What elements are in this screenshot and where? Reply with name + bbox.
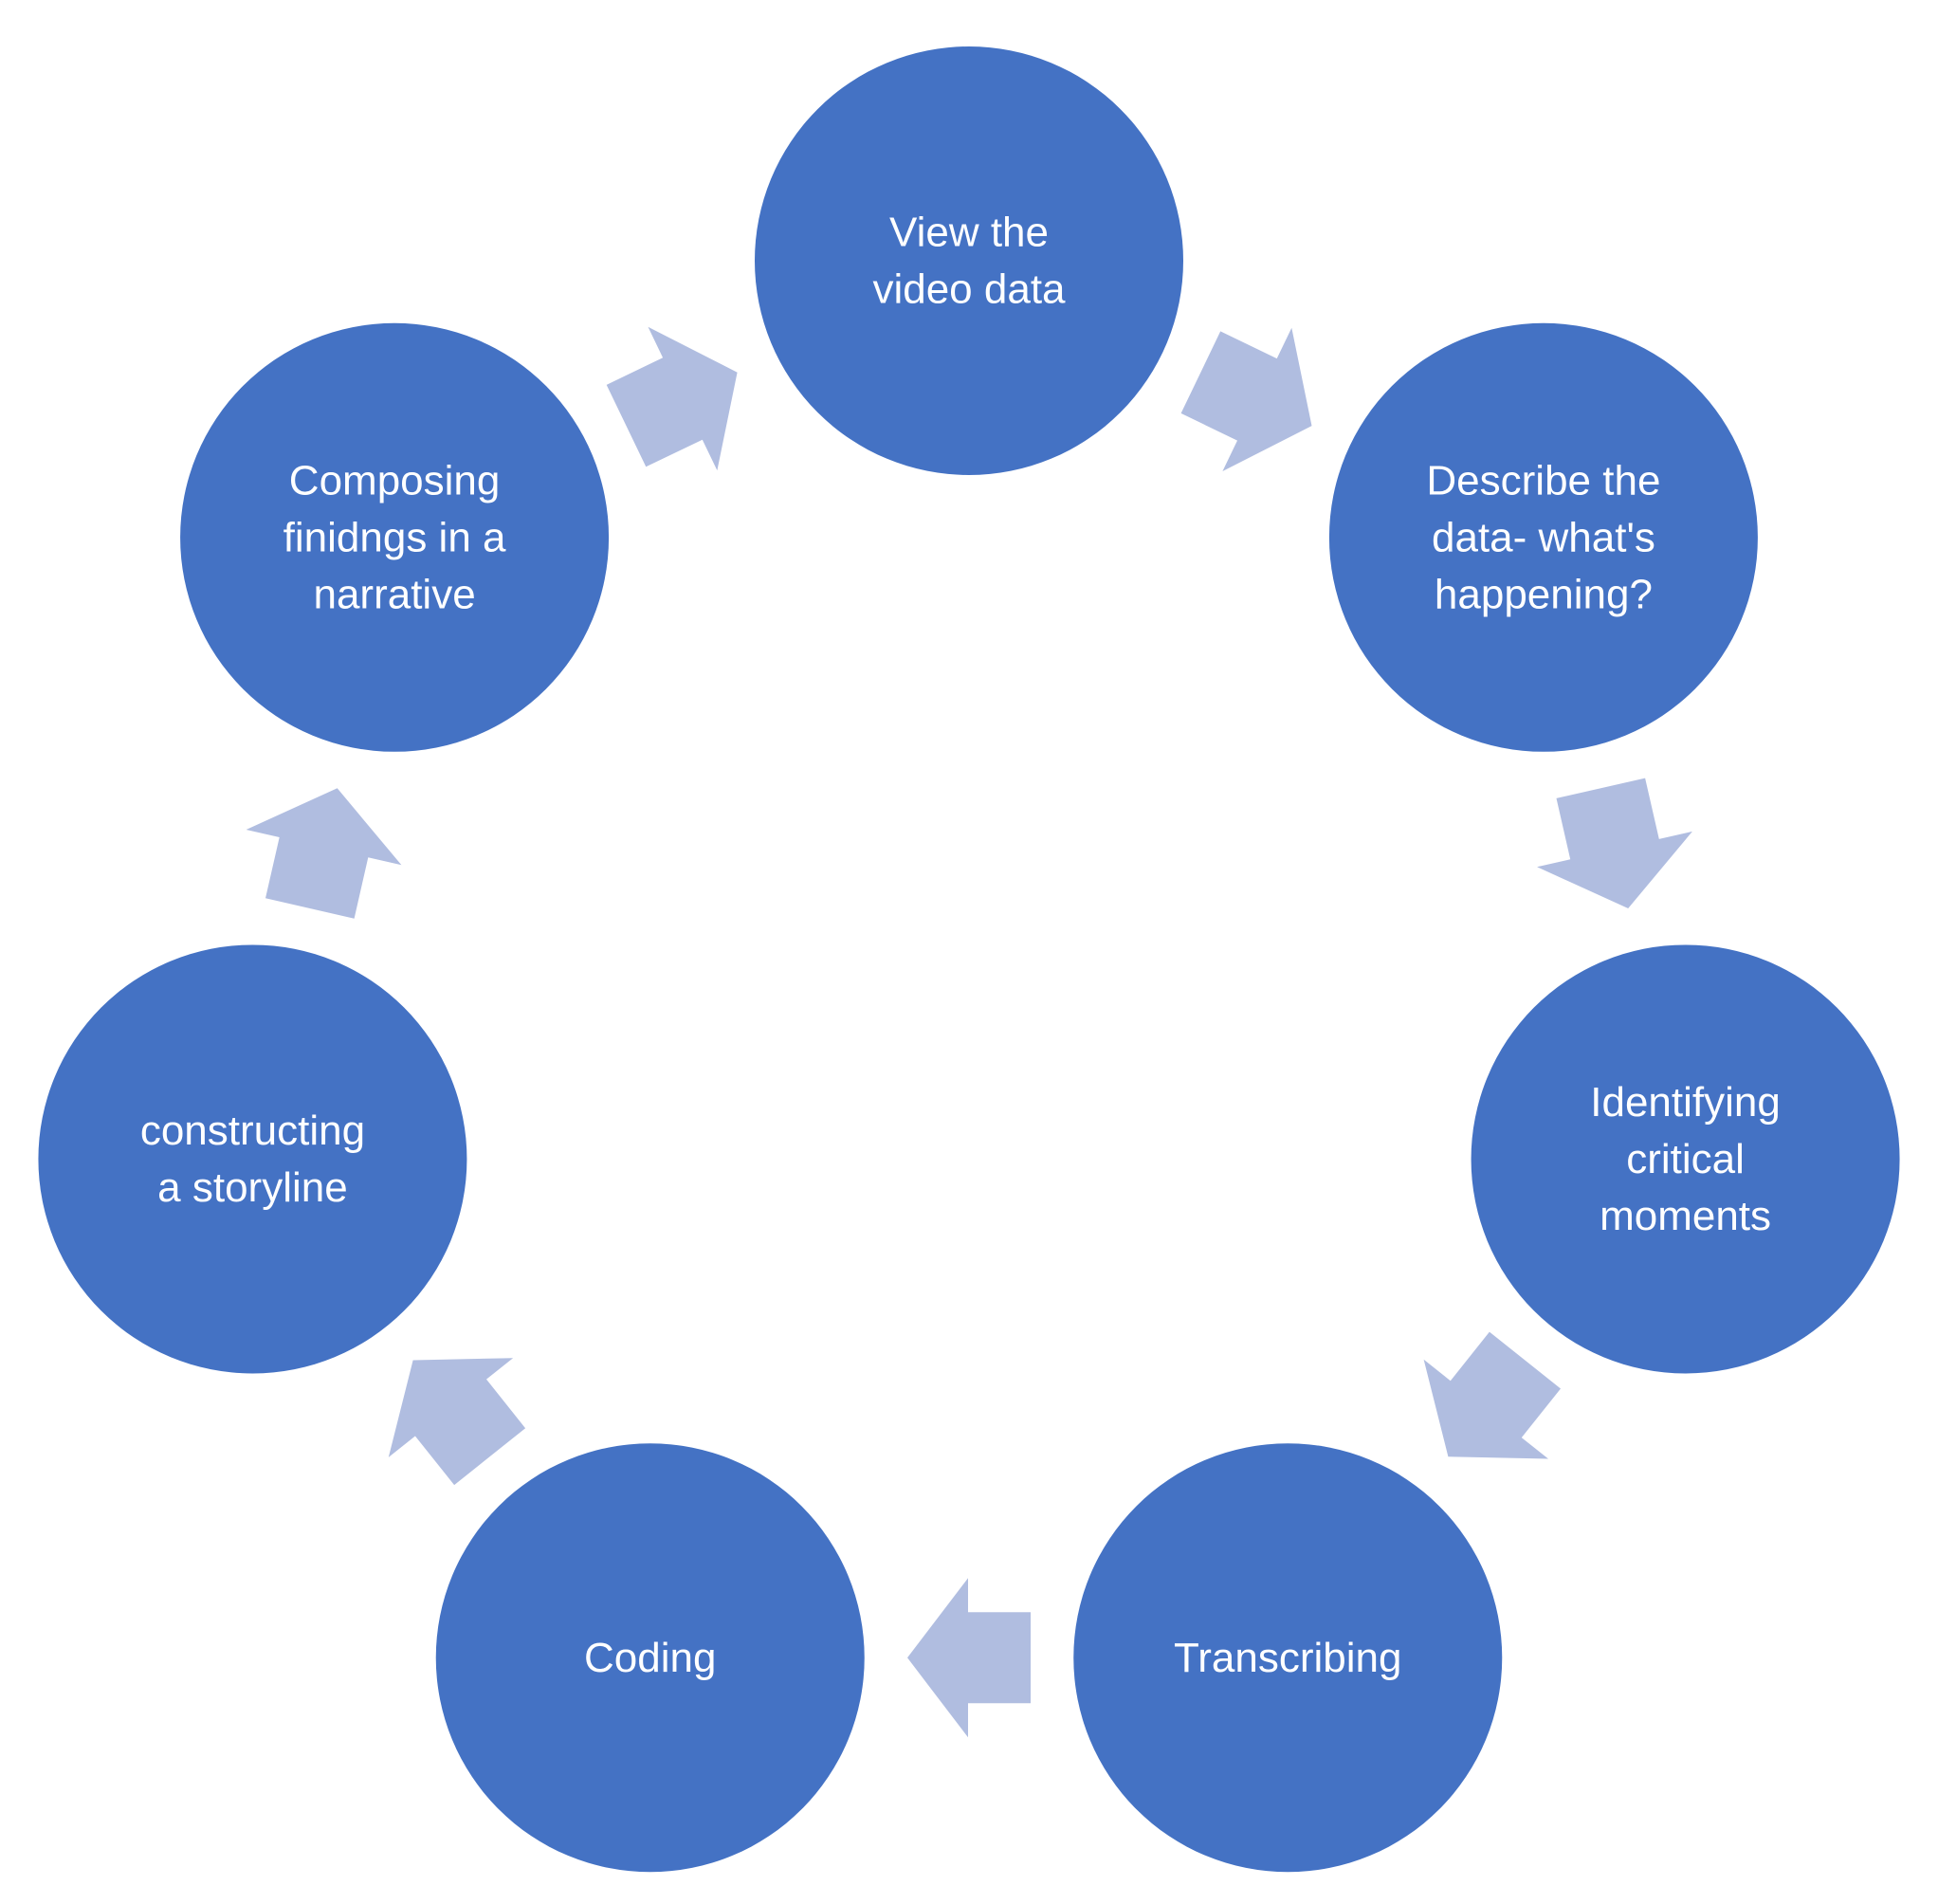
node-circle: [755, 46, 1183, 475]
arrow-storyline-to-composing: [246, 788, 402, 919]
node-identify-moments: Identifying critical moments: [1471, 944, 1900, 1374]
arrow-composing-to-view-video: [606, 326, 738, 471]
arrow-transcribing-to-coding: [907, 1578, 1031, 1738]
node-circle: [435, 1443, 865, 1873]
node-label-line: finidngs in a: [283, 514, 506, 560]
node-label-line: Describe the: [1426, 457, 1660, 503]
node-composing: Composing finidngs in a narrative: [180, 322, 610, 752]
node-circle: [1328, 322, 1758, 752]
node-circle: [180, 322, 610, 752]
arrow-identify-moments-to-transcribing: [1423, 1331, 1561, 1459]
node-label-line: critical: [1626, 1136, 1745, 1182]
node-transcribing: Transcribing: [1073, 1443, 1503, 1873]
node-label-line: a storyline: [157, 1164, 348, 1211]
node-label-line: View the: [889, 210, 1049, 256]
node-view-video: View the video data: [755, 46, 1183, 475]
node-label-line: video data: [872, 266, 1066, 313]
node-label-line: constructing: [140, 1108, 365, 1154]
node-circle: [1471, 944, 1900, 1374]
node-label-line: moments: [1600, 1193, 1771, 1239]
arrow-view-video-to-describe-data: [1180, 327, 1312, 471]
node-label-line: Identifying: [1590, 1079, 1781, 1126]
node-coding: Coding: [435, 1443, 865, 1873]
arrow-describe-data-to-identify-moments: [1537, 778, 1692, 908]
node-circle: [38, 944, 467, 1374]
node-label-line: data- what's: [1432, 514, 1655, 560]
arrows-layer: [246, 326, 1692, 1738]
node-storyline: constructing a storyline: [38, 944, 467, 1374]
node-describe-data: Describe the data- what's happening?: [1328, 322, 1758, 752]
node-circle: [1073, 1443, 1503, 1873]
node-label-line: Coding: [584, 1635, 716, 1681]
node-label-line: happening?: [1435, 571, 1653, 617]
node-label-line: Transcribing: [1174, 1635, 1401, 1681]
node-label-line: Composing: [289, 457, 501, 503]
node-label-line: narrative: [313, 571, 475, 617]
arrow-coding-to-storyline: [388, 1358, 526, 1486]
